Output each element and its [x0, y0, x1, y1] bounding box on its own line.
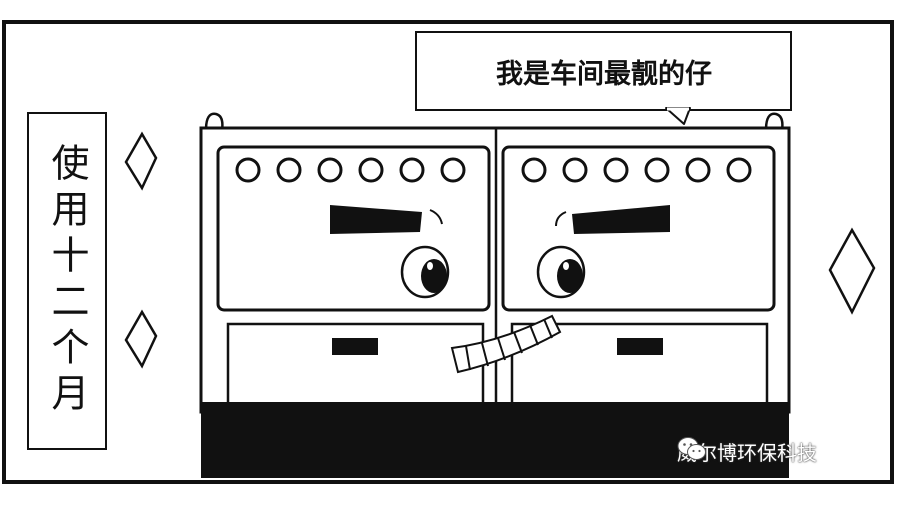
right-eye [536, 245, 586, 299]
right-eyebrow [572, 205, 670, 234]
mouth-straw [450, 314, 562, 374]
wechat-icon [677, 437, 706, 460]
left-drawer [226, 322, 485, 406]
caption-box: 使用十二个月 [27, 112, 107, 450]
left-eyebrow [330, 205, 422, 234]
left-drawer-handle [332, 338, 378, 355]
machine-character [199, 112, 791, 478]
speech-bubble-text: 我是车间最靓的仔 [496, 58, 712, 90]
sparkle-icon-top-left [124, 131, 158, 191]
watermark: 威尔博环保科技 [677, 436, 817, 466]
right-dials [521, 157, 752, 183]
right-drawer-handle [617, 338, 663, 355]
sparkle-icon-bottom-left [124, 309, 158, 369]
speech-bubble [415, 31, 792, 125]
right-drawer [510, 322, 769, 406]
caption-text: 使用十二个月 [45, 143, 89, 419]
sparkle-icon-right [828, 227, 876, 315]
left-dials [235, 157, 466, 183]
left-eye [400, 245, 450, 299]
